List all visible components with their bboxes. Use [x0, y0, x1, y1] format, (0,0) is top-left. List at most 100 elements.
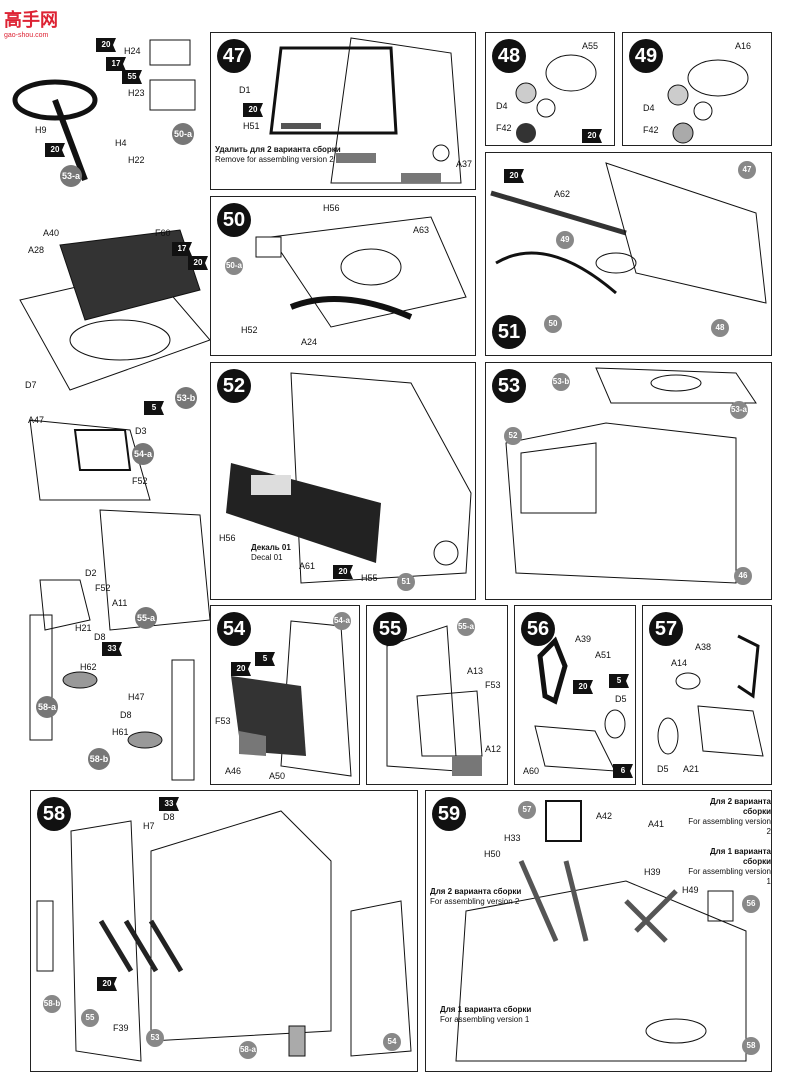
step-number: 50	[217, 203, 251, 237]
step-57-illustration	[657, 634, 764, 757]
ref-badge: 58-b	[43, 995, 61, 1013]
step-49-panel: 49 A16 D4 F42	[622, 32, 772, 146]
step-number: 51	[492, 315, 526, 349]
part-label: A28	[28, 245, 45, 255]
ref-badge: 51	[397, 573, 415, 591]
part-label: A55	[582, 41, 599, 51]
paint-code-star: 20	[45, 143, 65, 157]
ref-badge: 50	[544, 315, 562, 333]
ref-badge: 57	[518, 801, 536, 819]
step-number: 47	[217, 39, 251, 73]
part-label: H22	[128, 155, 145, 165]
step-47-panel: 47 D1 H51 A37 20 Удалить для 2 варианта …	[210, 32, 476, 190]
part-label: F53	[485, 680, 501, 690]
part-label: D2	[85, 568, 97, 578]
ref-badge: 50-a	[225, 257, 243, 275]
part-label: F39	[113, 1023, 129, 1033]
paint-code-star: 33	[102, 642, 122, 656]
step-49-illustration	[667, 59, 749, 144]
part-label: A41	[648, 819, 665, 829]
step-53-illustration	[505, 367, 757, 584]
paint-code-star: 20	[97, 977, 117, 991]
ref-badge: 58	[742, 1037, 760, 1055]
part-label: H4	[115, 138, 127, 148]
paint-code-star: 5	[255, 652, 275, 666]
step-number: 54	[217, 612, 251, 646]
ref-badge: 53-a	[730, 401, 748, 419]
note-ru: Для 2 варианта сборки	[430, 887, 522, 896]
ref-badge: 50-a	[172, 123, 194, 145]
part-label: D3	[135, 426, 147, 436]
step-number: 56	[521, 612, 555, 646]
paint-code-star: 33	[159, 797, 179, 811]
step-number: 49	[629, 39, 663, 73]
part-label: A13	[467, 666, 484, 676]
step-number: 59	[432, 797, 466, 831]
part-label: D5	[657, 764, 669, 774]
note-ru: Для 2 варианта сборки	[709, 797, 771, 816]
ref-badge: 54-a	[132, 443, 154, 465]
paint-code-star: 20	[504, 169, 524, 183]
part-label: D8	[94, 632, 106, 642]
ref-badge: 58-a	[239, 1041, 257, 1059]
left-column: H24 H23 H9 H4 H22 A40 F60 A28 D7 A47 D3 …	[0, 30, 210, 790]
ref-badge: 55-a	[457, 618, 475, 636]
part-label: A24	[301, 337, 318, 347]
decal-ru: Декаль 01	[251, 543, 291, 552]
part-label: H52	[241, 325, 258, 335]
note-ru: Для 1 варианта сборки	[440, 1005, 532, 1014]
ref-badge: 49	[556, 231, 574, 249]
part-label: A60	[523, 766, 540, 776]
part-label: D8	[120, 710, 132, 720]
ref-badge: 46	[734, 567, 752, 585]
step-50-illustration	[255, 216, 467, 328]
assembly-note: Удалить для 2 варианта сборки Remove for…	[215, 145, 341, 165]
step-55-illustration	[386, 625, 483, 776]
paint-code-star: 5	[609, 674, 629, 688]
part-label: F53	[215, 716, 231, 726]
part-label: F42	[643, 125, 659, 135]
step-number: 48	[492, 39, 526, 73]
step-59-panel: 59 H33 H50 A42 A41 H39 H49 57 56 58 Для …	[425, 790, 772, 1072]
step-48-panel: 48 A55 D4 F42 20	[485, 32, 615, 146]
part-label: A63	[413, 225, 430, 235]
part-label: D8	[163, 812, 175, 822]
part-label: A40	[43, 228, 60, 238]
paint-code-star: 20	[188, 256, 208, 270]
step-52-panel: 52 H56 A61 H55 51 20 Декаль 01 Decal 01	[210, 362, 476, 600]
ref-badge: 58-b	[88, 748, 110, 770]
part-label: D1	[239, 85, 251, 95]
part-label: A62	[554, 189, 571, 199]
part-label: H49	[682, 885, 699, 895]
paint-code-star: 20	[333, 565, 353, 579]
ref-badge: 55	[81, 1009, 99, 1027]
part-label: F42	[496, 123, 512, 133]
step-52-illustration	[226, 372, 472, 584]
paint-code-star: 17	[172, 242, 192, 256]
part-label: D4	[496, 101, 508, 111]
ref-badge: 56	[742, 895, 760, 913]
ref-badge: 54-a	[333, 612, 351, 630]
left-column-illustration	[12, 39, 210, 781]
paint-code-star: 17	[106, 57, 126, 71]
part-label: H23	[128, 88, 145, 98]
part-label: H21	[75, 623, 92, 633]
step-53-panel: 53 53-b 52 53-a 46	[485, 362, 772, 600]
watermark-url: gao-shou.com	[4, 32, 49, 39]
step-56-panel: 56 A39 A51 D5 A60 20 5 6	[514, 605, 636, 785]
ref-badge: 53	[146, 1029, 164, 1047]
part-label: H7	[143, 821, 155, 831]
ref-badge: 47	[738, 161, 756, 179]
part-label: D5	[615, 694, 627, 704]
assembly-note: Для 2 варианта сборки For assembling ver…	[688, 797, 771, 837]
paint-code-star: 20	[231, 662, 251, 676]
assembly-note: Для 1 варианта сборки For assembling ver…	[688, 847, 771, 887]
decal-en: Decal 01	[251, 553, 283, 562]
ref-badge: 54	[383, 1033, 401, 1051]
part-label: D4	[643, 103, 655, 113]
site-watermark: 高手网 gao-shou.com	[4, 6, 58, 39]
note-en: For assembling version 2	[430, 897, 520, 906]
part-label: A37	[456, 159, 473, 169]
part-label: A16	[735, 41, 752, 51]
step-54-illustration	[231, 620, 352, 777]
